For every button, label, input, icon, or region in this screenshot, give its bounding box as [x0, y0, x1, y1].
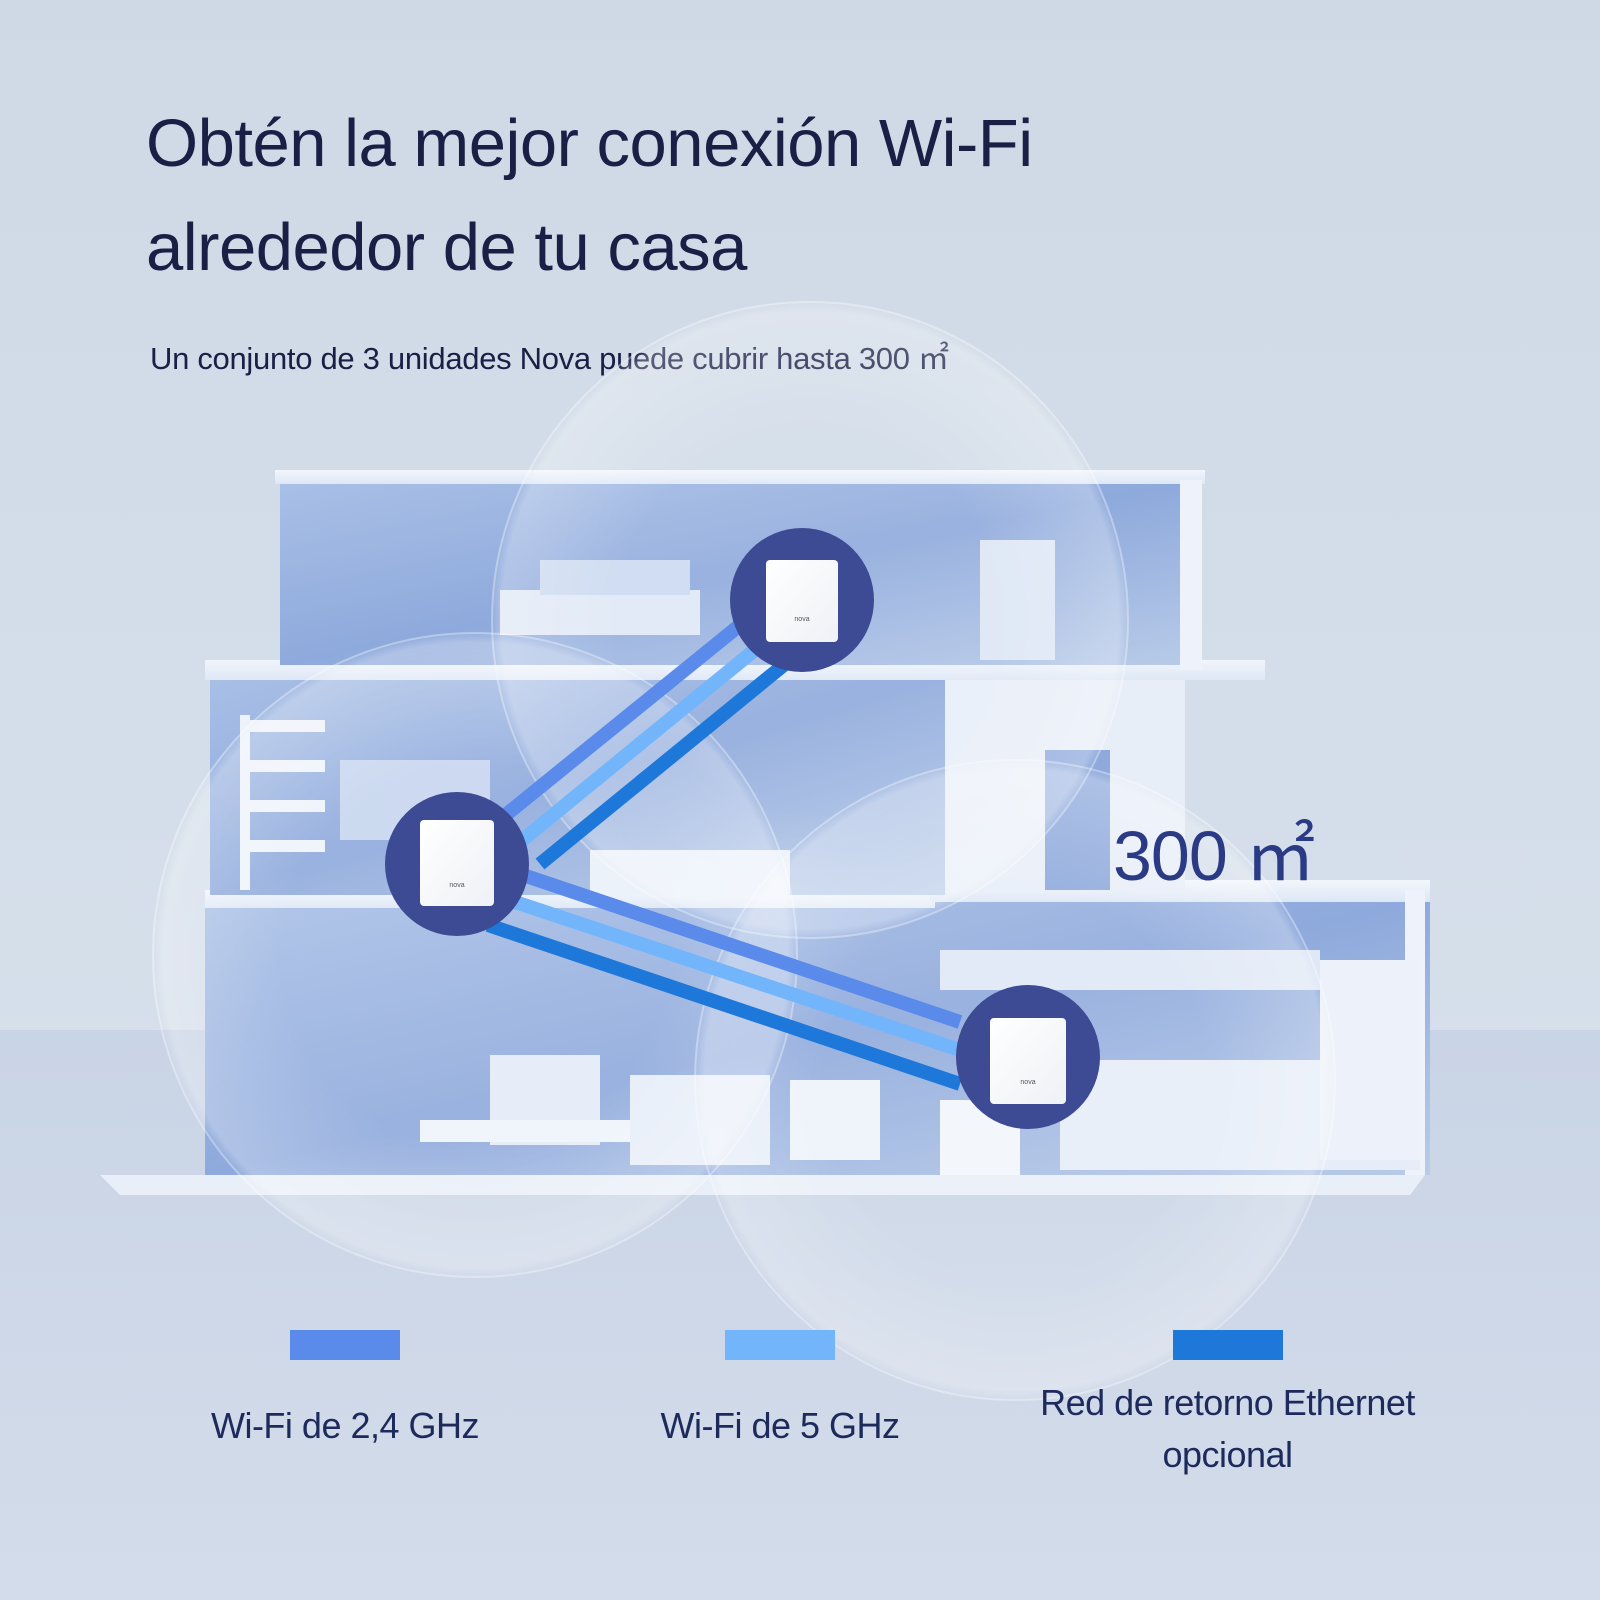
svg-text:nova: nova	[794, 616, 809, 623]
mesh-node-middle: nova	[385, 792, 529, 936]
svg-text:nova: nova	[1020, 1079, 1035, 1086]
link-ethernet-backhaul	[535, 658, 790, 870]
legend-swatch-wifi-24ghz	[290, 1330, 400, 1360]
link-wifi-5ghz	[512, 895, 963, 1057]
legend: Wi-Fi de 2,4 GHz Wi-Fi de 5 GHz Red de r…	[0, 1330, 1600, 1530]
coverage-area-label: 300 ㎡	[1113, 817, 1315, 895]
mesh-node-bottom: nova	[956, 985, 1100, 1129]
mesh-node-top: nova	[730, 528, 874, 672]
link-wifi-24ghz	[517, 867, 963, 1029]
legend-item-wifi-5ghz: Wi-Fi de 5 GHz	[615, 1330, 945, 1452]
legend-item-ethernet-backhaul: Red de retorno Ethernet opcional	[1010, 1330, 1445, 1481]
nova-device-icon	[420, 820, 494, 906]
title-line-2: alrededor de tu casa	[146, 210, 747, 285]
link-middle-to-bottom	[485, 867, 963, 1091]
svg-text:nova: nova	[449, 882, 464, 889]
page-title: Obtén la mejor conexión Wi-Fi alrededor …	[146, 92, 1033, 300]
link-wifi-5ghz	[515, 638, 767, 848]
nova-device-icon	[766, 560, 838, 642]
link-middle-to-top	[492, 619, 790, 870]
legend-label: Wi-Fi de 5 GHz	[660, 1405, 900, 1446]
link-wifi-24ghz	[492, 619, 745, 828]
legend-swatch-wifi-5ghz	[725, 1330, 835, 1360]
legend-swatch-ethernet	[1172, 1330, 1283, 1360]
title-line-1: Obtén la mejor conexión Wi-Fi	[146, 106, 1033, 181]
legend-item-wifi-24ghz: Wi-Fi de 2,4 GHz	[180, 1330, 510, 1452]
legend-label-line-2: opcional	[1162, 1434, 1293, 1475]
legend-label: Wi-Fi de 2,4 GHz	[210, 1405, 480, 1446]
legend-label-line-1: Red de retorno Ethernet	[1040, 1382, 1415, 1423]
nova-device-icon	[990, 1018, 1066, 1104]
link-ethernet-backhaul	[485, 918, 963, 1091]
